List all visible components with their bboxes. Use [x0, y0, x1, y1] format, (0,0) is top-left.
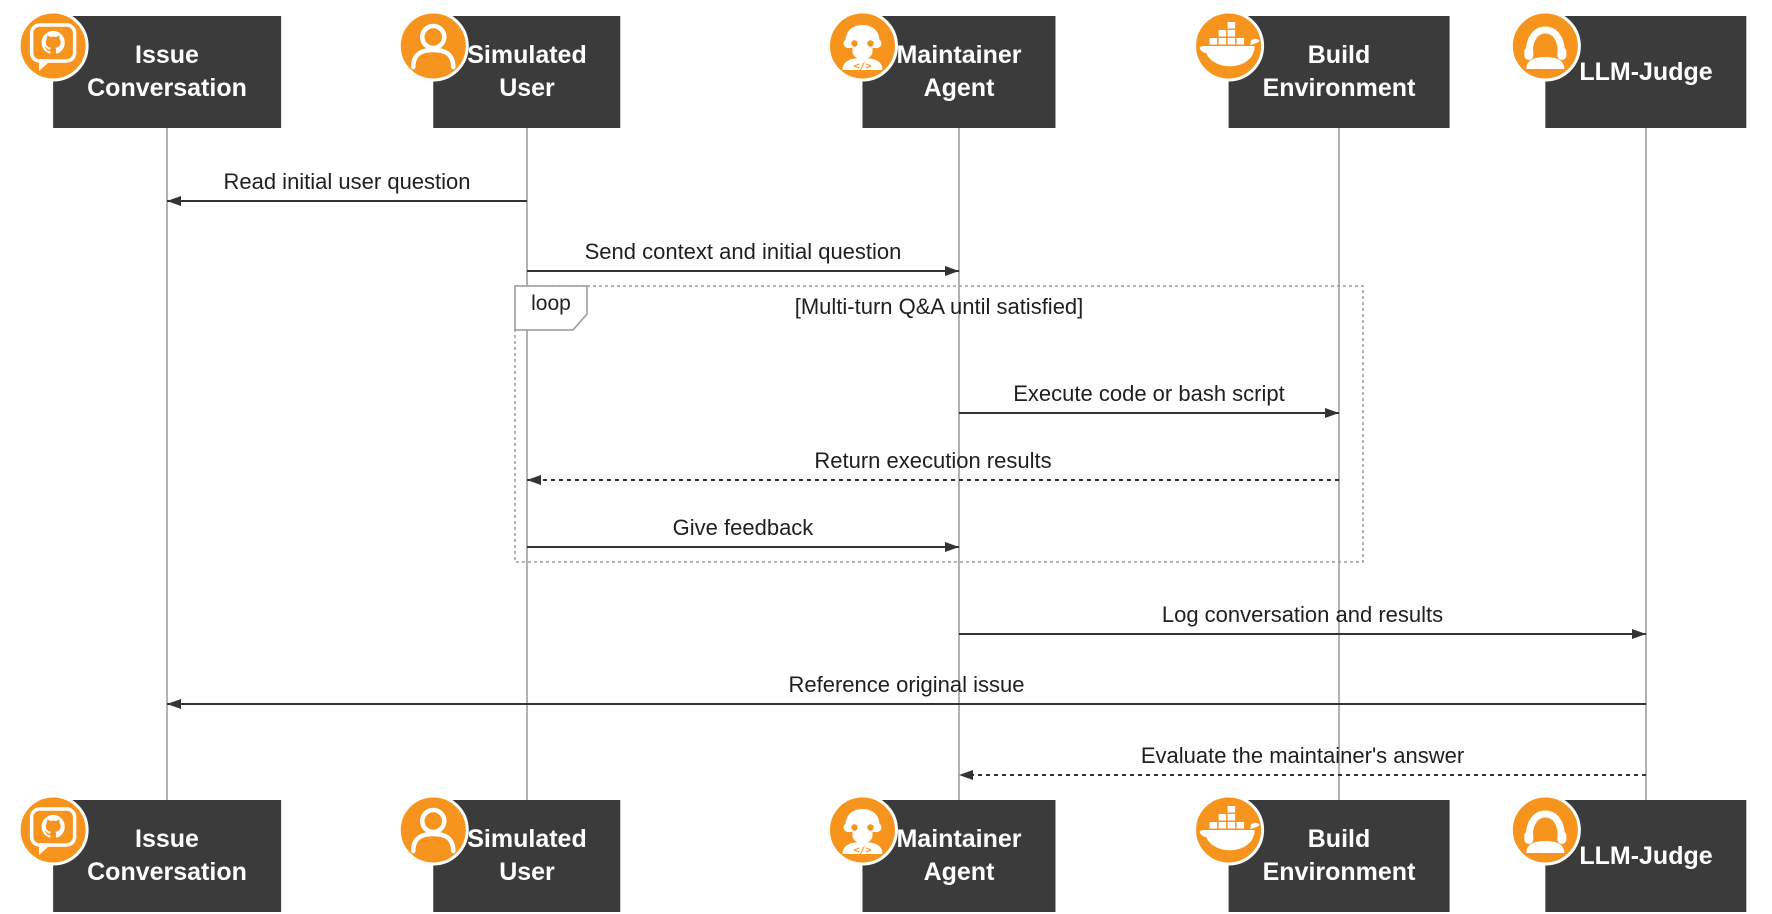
svg-text:</>: </> [853, 61, 871, 72]
actor-label: Build [1307, 41, 1371, 69]
message-label-1: Send context and initial question [584, 239, 902, 264]
github-chat-icon [17, 794, 89, 866]
actor-llm-judge-bottom: LLM-Judge [1509, 794, 1747, 912]
actor-box: LLM-Judge [1545, 16, 1747, 128]
actor-label: Maintainer [896, 41, 1022, 69]
actor-llm-judge-top: LLM-Judge [1509, 10, 1747, 128]
github-chat-icon-svg [17, 10, 89, 82]
docker-whale-icon-svg [1193, 794, 1265, 866]
actor-label: Simulated [467, 825, 587, 853]
actor-label: Simulated [467, 41, 587, 69]
actor-label: Issue [135, 41, 199, 69]
user-icon [397, 10, 469, 82]
message-label-0: Read initial user question [223, 169, 471, 194]
docker-whale-icon [1193, 10, 1265, 82]
actor-label: Conversation [87, 74, 247, 102]
maintainer-agent-icon: </> [826, 10, 898, 82]
message-label-4: Give feedback [672, 515, 814, 540]
loop-label-box [514, 285, 588, 331]
actor-label: Issue [135, 825, 199, 853]
actor-label: Agent [923, 858, 995, 886]
actor-label: Build [1307, 825, 1371, 853]
actor-label: Maintainer [896, 825, 1022, 853]
message-label-6: Reference original issue [788, 672, 1025, 697]
judge-icon [1509, 794, 1581, 866]
actor-label: User [499, 74, 555, 102]
user-icon-svg [397, 794, 469, 866]
message-label-3: Return execution results [814, 448, 1052, 473]
user-icon [397, 794, 469, 866]
maintainer-agent-icon-svg: </> [826, 10, 898, 82]
judge-icon-svg [1509, 10, 1581, 82]
svg-text:</>: </> [853, 845, 871, 856]
judge-icon [1509, 10, 1581, 82]
docker-whale-icon [1193, 794, 1265, 866]
actor-label: Agent [923, 74, 995, 102]
message-label-5: Log conversation and results [1161, 602, 1444, 627]
actor-label: LLM-Judge [1579, 841, 1713, 870]
github-chat-icon-svg [17, 794, 89, 866]
loop-label: loop [531, 292, 571, 315]
actor-label: LLM-Judge [1579, 57, 1713, 86]
maintainer-agent-icon-svg: </> [826, 794, 898, 866]
actor-label: User [499, 858, 555, 886]
loop-condition-label: [Multi-turn Q&A until satisfied] [794, 294, 1084, 319]
docker-whale-icon-svg [1193, 10, 1265, 82]
message-label-2: Execute code or bash script [1013, 381, 1285, 406]
judge-icon-svg [1509, 794, 1581, 866]
actor-label: Environment [1262, 858, 1416, 886]
message-label-7: Evaluate the maintainer's answer [1140, 743, 1465, 768]
user-icon-svg [397, 10, 469, 82]
actor-label: Conversation [87, 858, 247, 886]
maintainer-agent-icon: </> [826, 794, 898, 866]
github-chat-icon [17, 10, 89, 82]
actor-label: Environment [1262, 74, 1416, 102]
loop-frame [514, 285, 1364, 563]
